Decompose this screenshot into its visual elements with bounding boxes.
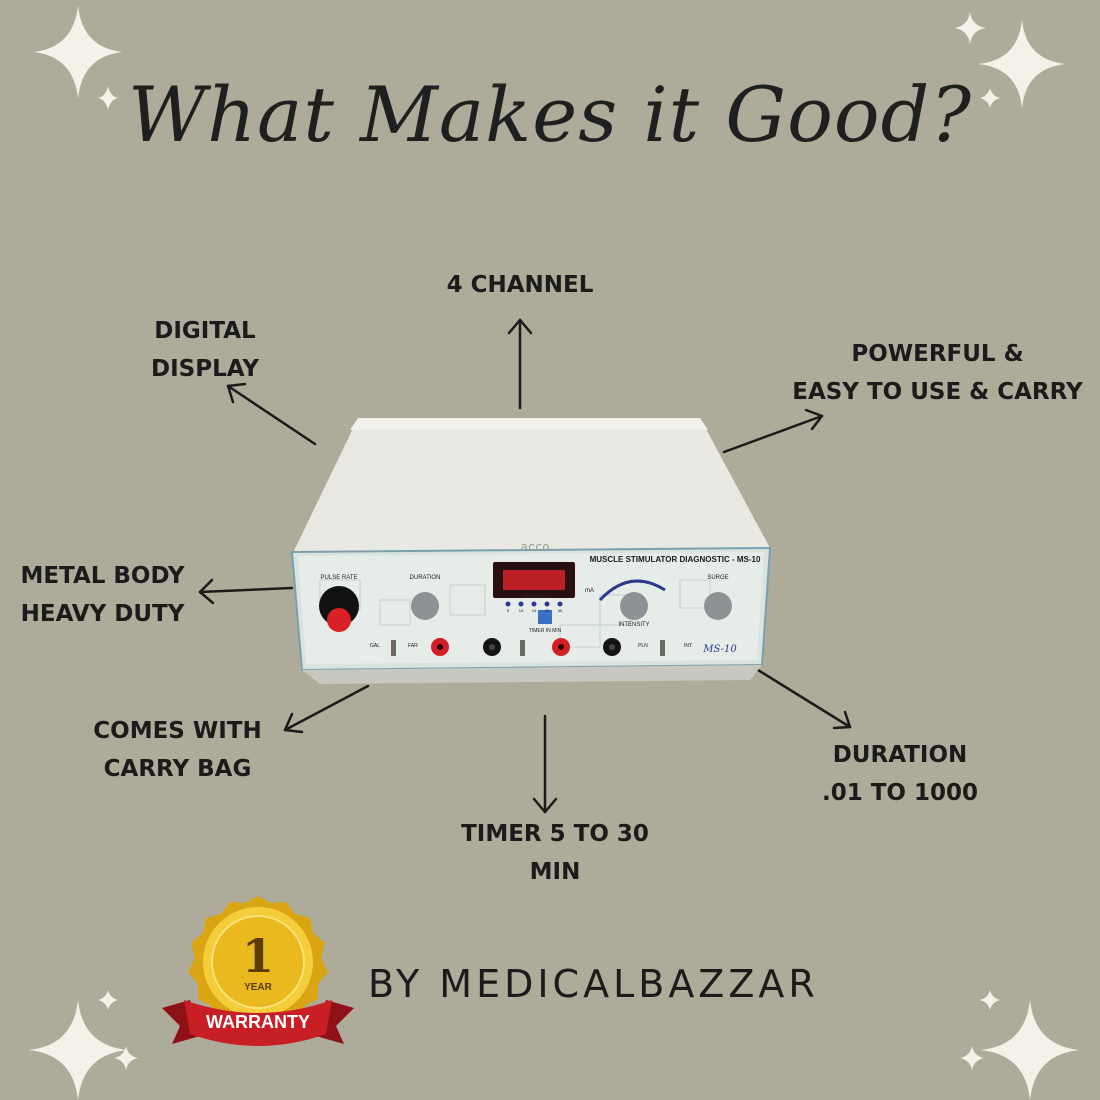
svg-text:mA: mA	[585, 588, 594, 594]
svg-text:MINUTES: MINUTES	[523, 594, 546, 600]
brand-logo: acco	[521, 540, 550, 554]
sparkle-icon	[98, 990, 118, 1010]
toggle-switch	[520, 640, 525, 656]
svg-text:PULSE RATE: PULSE RATE	[321, 575, 358, 581]
svg-text:FAR: FAR	[408, 643, 418, 649]
sparkle-icon	[98, 86, 118, 110]
sparkle-icon	[980, 1000, 1080, 1100]
feature-digital-display: DIGITAL DISPLAY	[151, 318, 259, 382]
page-title: What Makes it Good?	[127, 70, 972, 159]
byline: BY MEDICALBAZZAR	[368, 962, 819, 1006]
arrow-up-left-icon	[226, 382, 317, 446]
surge-knob	[704, 592, 732, 620]
badge-year: YEAR	[244, 982, 273, 993]
duration-knob	[411, 592, 439, 620]
toggle-switch	[391, 640, 396, 656]
arrow-up-icon	[507, 318, 533, 410]
arrow-down-left-icon	[283, 684, 370, 734]
feature-powerful: POWERFUL & EASY TO USE & CARRY	[792, 341, 1083, 405]
arrow-left-icon	[198, 578, 294, 605]
sparkle-icon	[960, 1046, 984, 1070]
svg-text:PLN: PLN	[638, 643, 648, 649]
feature-duration: DURATION .01 TO 1000	[821, 742, 978, 806]
feature-timer: TIMER 5 TO 30 MIN	[461, 821, 649, 885]
device-lid	[292, 418, 770, 555]
svg-text:GAL: GAL	[370, 643, 380, 649]
timer-button	[538, 610, 552, 624]
model-label: MS-10	[702, 644, 737, 655]
toggle-switch	[660, 640, 665, 656]
svg-text:30: 30	[558, 608, 563, 613]
intensity-knob	[620, 592, 648, 620]
svg-text:15: 15	[532, 608, 537, 613]
badge-ribbon	[184, 1000, 332, 1046]
svg-text:20: 20	[545, 608, 550, 613]
sparkle-icon	[28, 1000, 128, 1100]
sparkle-icon	[980, 88, 1000, 108]
arrow-down-right-icon	[756, 668, 852, 730]
svg-text:SURGE: SURGE	[707, 575, 728, 581]
sparkle-icon	[34, 5, 122, 99]
arrow-down-icon	[532, 714, 558, 814]
badge-number: 1	[242, 929, 274, 983]
sparkle-icon	[114, 1046, 138, 1070]
arrow-up-right-icon	[722, 408, 824, 454]
feature-carry-bag: COMES WITH CARRY BAG	[93, 718, 262, 782]
svg-text:DURATION: DURATION	[410, 575, 441, 581]
feature-four-channel: 4 CHANNEL	[446, 272, 594, 298]
svg-text:INTENSITY: INTENSITY	[618, 622, 649, 628]
sparkle-icon	[980, 990, 1000, 1010]
badge-warranty: WARRANTY	[206, 1012, 310, 1032]
feature-metal-body: METAL BODY HEAVY DUTY	[20, 563, 185, 627]
svg-text:INT: INT	[684, 643, 692, 649]
svg-text:5: 5	[507, 608, 510, 613]
panel-title: MUSCLE STIMULATOR DIAGNOSTIC - MS-10	[590, 555, 761, 564]
sparkle-icon	[978, 20, 1066, 108]
svg-text:TIMER IN MIN: TIMER IN MIN	[529, 628, 562, 634]
sparkle-icon	[954, 12, 986, 44]
svg-text:10: 10	[519, 608, 524, 613]
